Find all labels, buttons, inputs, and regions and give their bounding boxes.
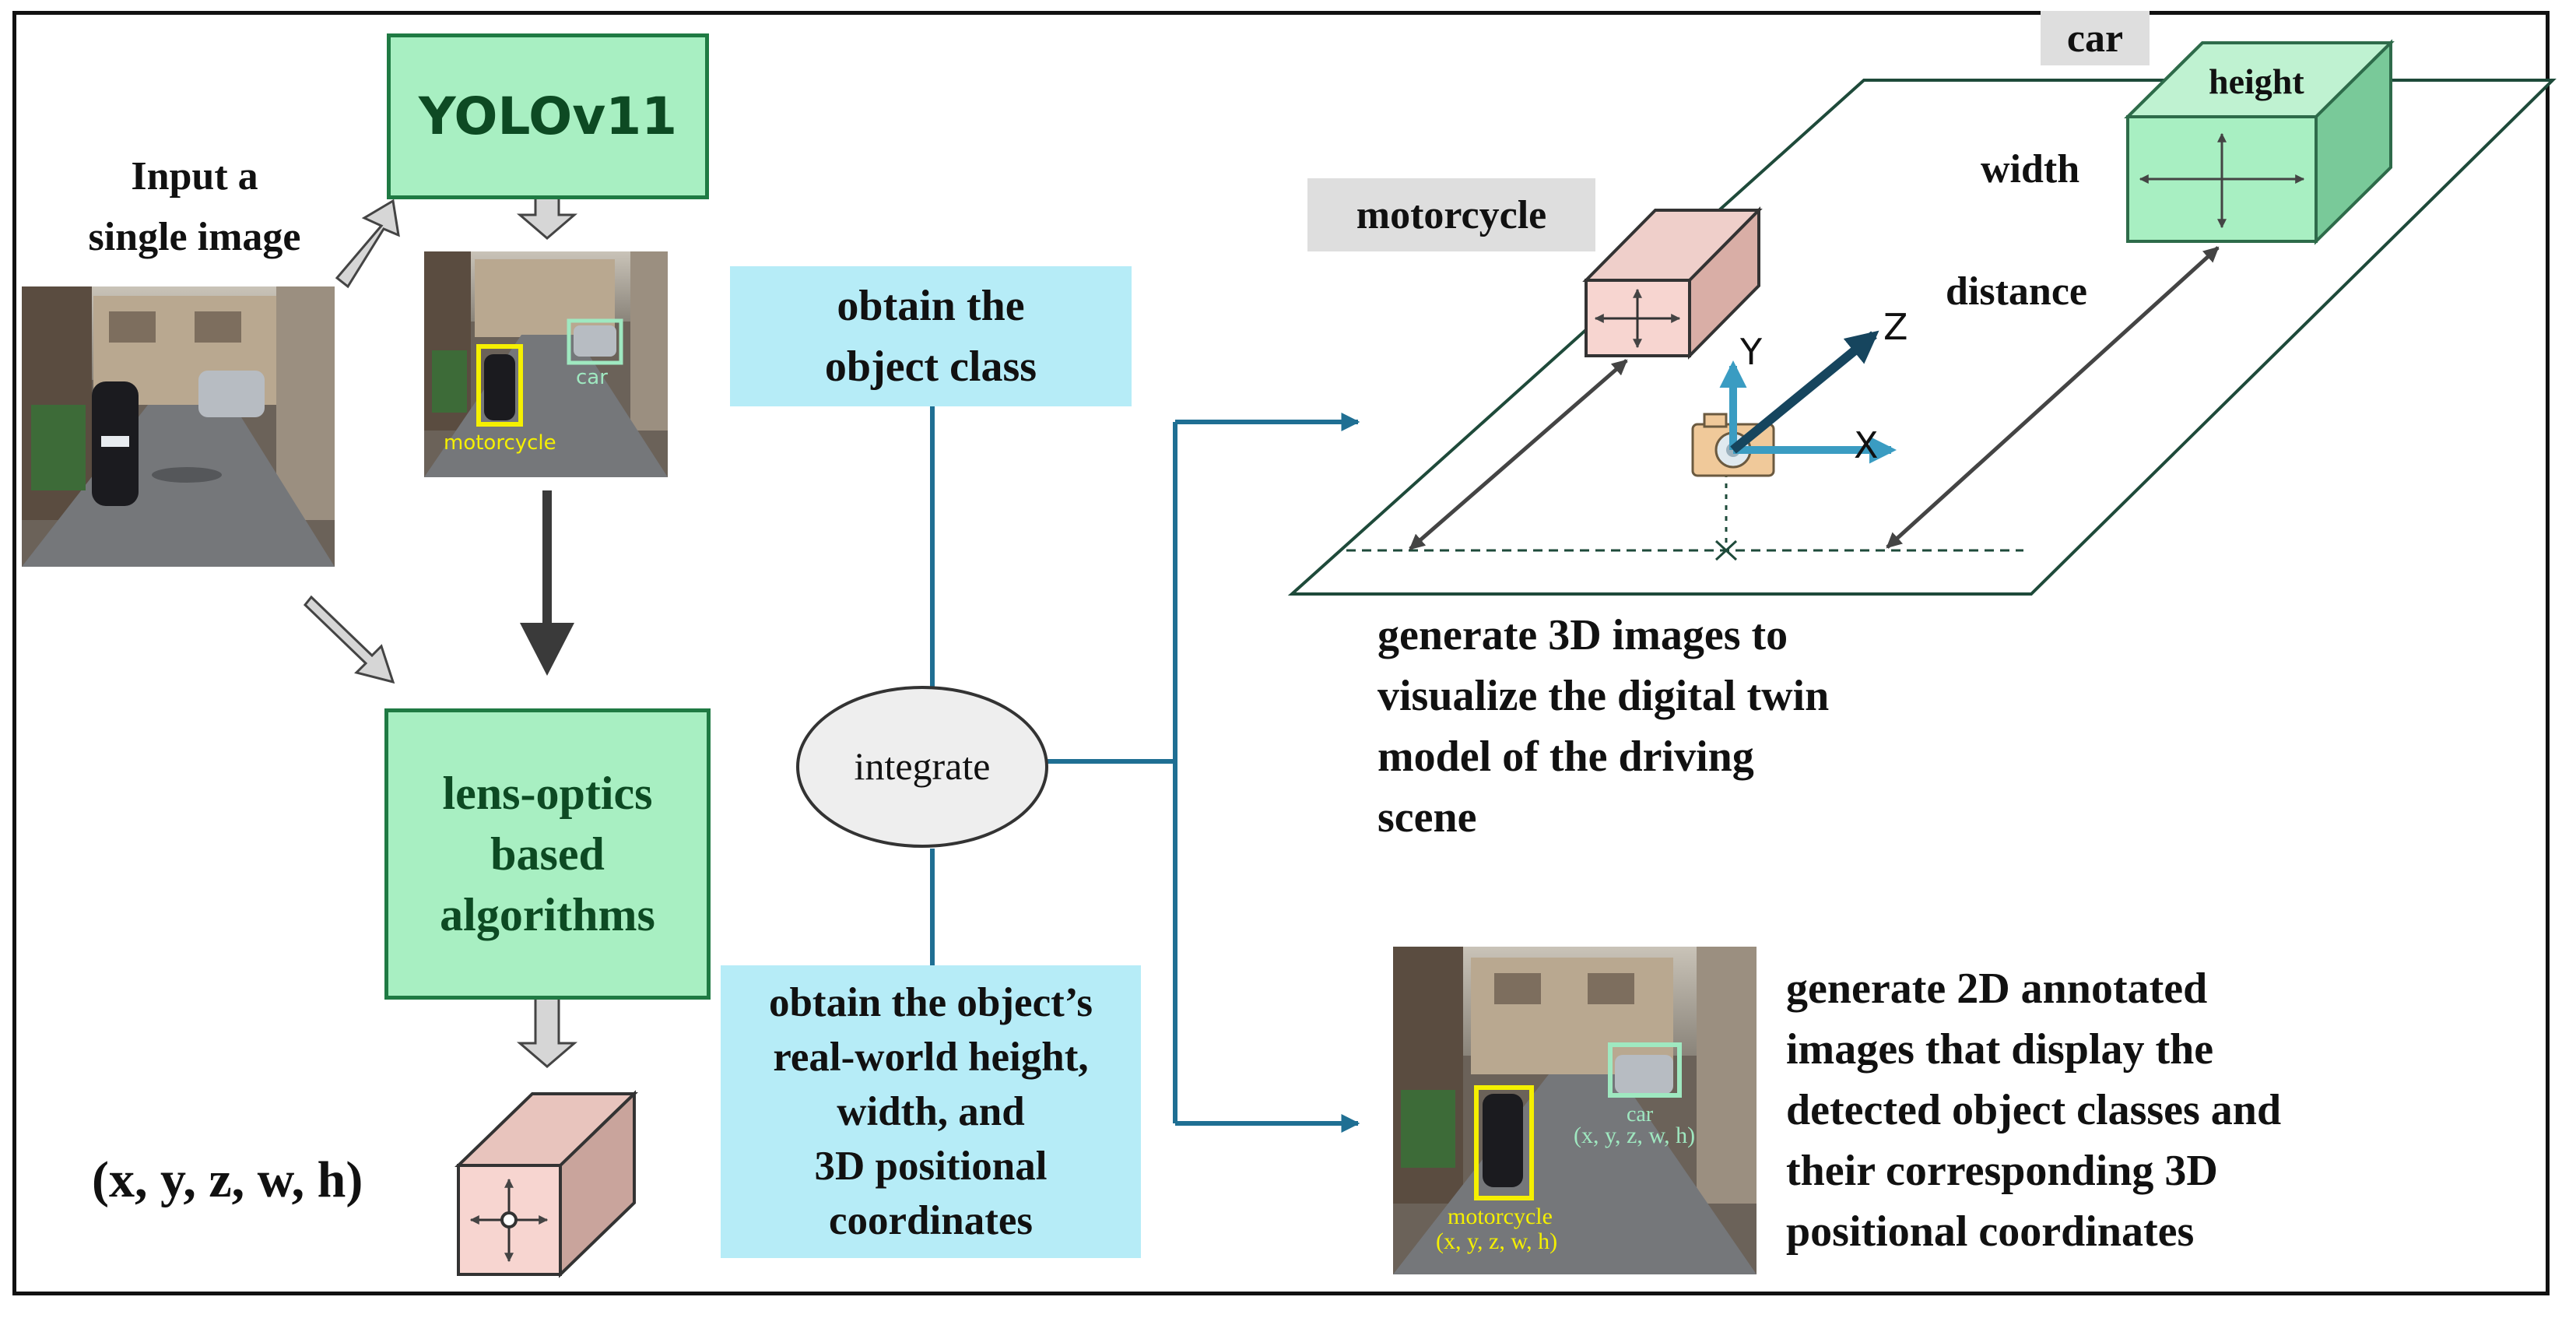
axis-z-label: Z (1883, 306, 1908, 348)
annotated-car-coords: (x, y, z, w, h) (1574, 1123, 1696, 1148)
integrate-ellipse (796, 686, 1048, 848)
motorcycle-3d-cuboid (1582, 206, 1763, 360)
detected-car-label: car (576, 366, 608, 389)
lens-optics-box: lens-optics based algorithms (384, 708, 711, 1000)
integration-flow-lines (930, 405, 1360, 1133)
yolo-box: YOLOv11 (387, 33, 709, 199)
input-image-label: Input a single image (88, 154, 301, 259)
annotated-motorcycle-label: motorcycle (1448, 1204, 1553, 1229)
obtain-class-label: obtain the object class (824, 282, 1037, 391)
coordinate-axes (1719, 330, 1897, 464)
car-tag-label: car (2066, 16, 2124, 61)
height-label: height (2209, 62, 2304, 101)
obtain-dims-label: obtain the object’s real-world height, w… (768, 980, 1093, 1243)
width-label: width (1981, 147, 2080, 192)
dark-down-arrow (520, 490, 574, 676)
car-3d-cuboid (2124, 39, 2395, 245)
motorcycle-bbox (476, 344, 523, 427)
input-street-photo (22, 286, 335, 567)
car-bbox (567, 318, 623, 365)
generate-3d-description: generate 3D images to visualize the digi… (1377, 611, 1830, 842)
axis-x-label: X (1854, 424, 1879, 466)
annotated-2d-photo (1393, 947, 1757, 1274)
car-tag: car (2041, 11, 2150, 65)
axis-y-label: Y (1740, 331, 1763, 373)
distance-arrows (1409, 246, 2220, 550)
annotated-motorcycle-coords: (x, y, z, w, h) (1436, 1228, 1558, 1254)
generate-2d-description: generate 2D annotated images that displa… (1786, 965, 2282, 1256)
figure-frame (12, 11, 2550, 1295)
annotated-motorcycle-bbox (1474, 1085, 1534, 1200)
yolo-detection-photo (424, 251, 668, 477)
obtain-dims-box: obtain the object’s real-world height, w… (721, 965, 1141, 1258)
output-coordinates: (x, y, z, w, h) (92, 1151, 363, 1208)
yolo-box-label: YOLOv11 (418, 86, 678, 146)
integrate-label: integrate (854, 744, 991, 788)
detected-motorcycle-label: motorcycle (444, 431, 556, 455)
motorcycle-tag: motorcycle (1307, 178, 1595, 251)
grey-block-arrows (303, 157, 578, 1068)
motorcycle-tag-label: motorcycle (1356, 192, 1547, 237)
output-cuboid (454, 1090, 638, 1278)
annotated-car-bbox (1608, 1042, 1682, 1098)
annotated-car-label: car (1627, 1102, 1654, 1126)
obtain-class-box: obtain the object class (730, 266, 1132, 406)
distance-label: distance (1946, 269, 2087, 314)
lens-optics-label: lens-optics based algorithms (440, 768, 655, 940)
